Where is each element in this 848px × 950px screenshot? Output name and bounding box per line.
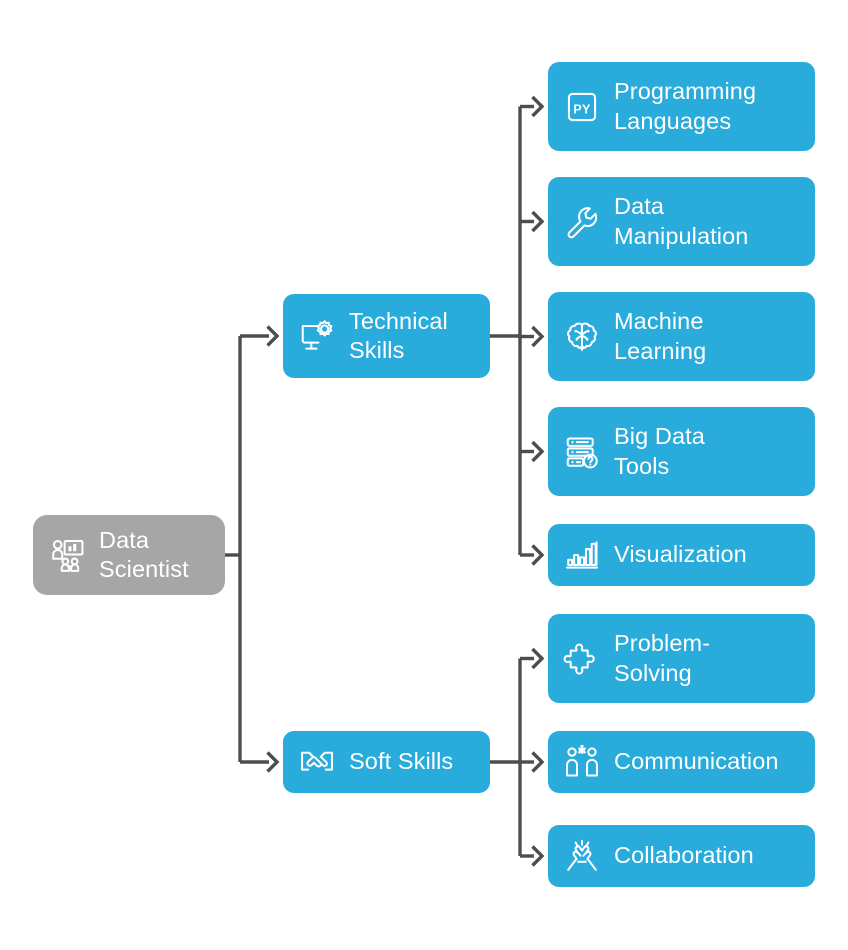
- arrowhead-root-to-technical-skills: [266, 325, 280, 347]
- node-label-collaboration: Collaboration: [614, 842, 754, 869]
- arrowhead-technical-skills-to-data-manipulation: [531, 210, 545, 233]
- node-programming-languages[interactable]: PY Programming Languages: [548, 62, 815, 151]
- brain-circuit-icon: [562, 317, 602, 357]
- node-label-data-manipulation: Data Manipulation: [614, 193, 749, 249]
- node-label-problem-solving: Problem- Solving: [614, 630, 711, 686]
- server-stack-question-icon: [562, 432, 602, 472]
- node-label-soft-skills: Soft Skills: [349, 748, 454, 775]
- node-data-manipulation[interactable]: Data Manipulation: [548, 177, 815, 266]
- hands-together-icon: [562, 836, 602, 876]
- node-label-communication: Communication: [614, 748, 779, 775]
- wrench-icon: [562, 202, 602, 242]
- bar-chart-icon: [562, 535, 602, 575]
- node-soft-skills[interactable]: Soft Skills: [283, 731, 490, 793]
- node-problem-solving[interactable]: Problem- Solving: [548, 614, 815, 703]
- arrowhead-technical-skills-to-visualization: [531, 544, 545, 566]
- node-collaboration[interactable]: Collaboration: [548, 825, 815, 887]
- arrowhead-technical-skills-to-machine-learning: [531, 325, 545, 348]
- node-label-programming-languages: Programming Languages: [614, 78, 757, 134]
- arrowhead-technical-skills-to-big-data-tools: [531, 440, 545, 463]
- two-people-signal-icon: [562, 742, 602, 782]
- node-label-technical-skills: Technical Skills: [349, 307, 448, 363]
- arrowhead-soft-skills-to-communication: [531, 751, 545, 773]
- arrowhead-soft-skills-to-collaboration: [531, 845, 545, 867]
- monitor-gear-icon: [297, 316, 337, 356]
- node-big-data-tools[interactable]: Big Data Tools: [548, 407, 815, 496]
- puzzle-piece-icon: [562, 639, 602, 679]
- python-py-square-icon: PY: [562, 87, 602, 127]
- node-visualization[interactable]: Visualization: [548, 524, 815, 586]
- node-machine-learning[interactable]: Machine Learning: [548, 292, 815, 381]
- arrowhead-technical-skills-to-programming-languages: [531, 95, 545, 118]
- presenter-chart-audience-icon: [47, 535, 87, 575]
- arrowhead-root-to-soft-skills: [266, 751, 280, 773]
- node-label-big-data-tools: Big Data Tools: [614, 423, 705, 479]
- node-label-data-scientist: Data Scientist: [99, 526, 189, 582]
- node-communication[interactable]: Communication: [548, 731, 815, 793]
- node-data-scientist[interactable]: Data Scientist: [33, 515, 225, 595]
- handshake-icon: [297, 742, 337, 782]
- node-technical-skills[interactable]: Technical Skills: [283, 294, 490, 378]
- arrowhead-soft-skills-to-problem-solving: [531, 647, 545, 670]
- node-label-machine-learning: Machine Learning: [614, 308, 707, 364]
- node-label-visualization: Visualization: [614, 541, 747, 568]
- svg-text:PY: PY: [573, 102, 591, 116]
